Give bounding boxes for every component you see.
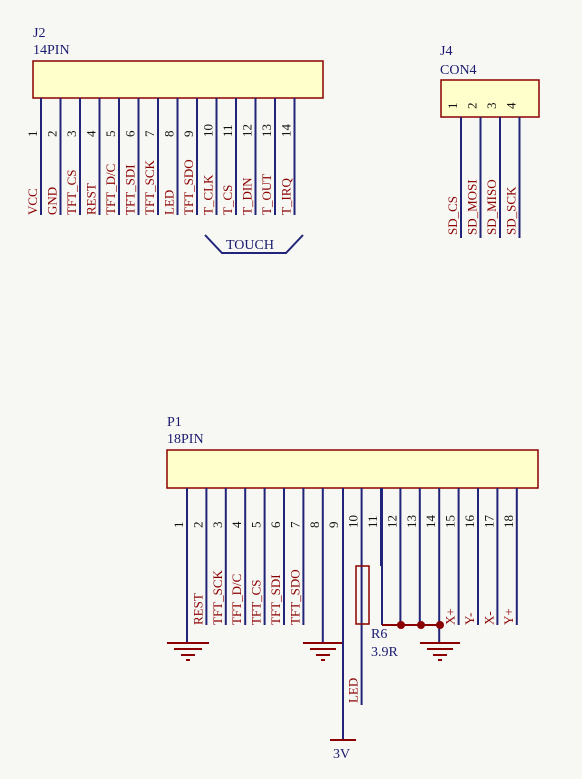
j4-pin-2-number: 2 bbox=[465, 103, 480, 110]
p1-ref: P1 bbox=[167, 415, 182, 430]
j4-pin-3-number: 3 bbox=[484, 103, 499, 110]
j2-pin-7-net: TFT_SCK bbox=[142, 159, 157, 215]
j2-pin-7-number: 7 bbox=[142, 130, 157, 137]
j4-ref: J4 bbox=[440, 44, 452, 59]
p1-pin-3-net: TFT_SCK bbox=[210, 569, 225, 625]
junction-dot-1 bbox=[397, 621, 405, 629]
j4-value: CON4 bbox=[440, 63, 477, 78]
r6-value: 3.9R bbox=[371, 645, 399, 660]
junction-dot-3 bbox=[436, 621, 444, 629]
p1-pin-9-number: 9 bbox=[326, 522, 341, 529]
j2-pin-1-net: VCC bbox=[25, 188, 40, 215]
j2-pin-11-number: 11 bbox=[220, 124, 235, 137]
p1-pin-15-net: X+ bbox=[443, 608, 458, 625]
j4-pin-4-net: SD_SCK bbox=[504, 186, 519, 235]
p1-pin-3-number: 3 bbox=[210, 522, 225, 529]
p1-pin-10-number: 10 bbox=[346, 515, 361, 528]
p1-pin-16-number: 16 bbox=[462, 515, 477, 529]
j4-pin-3-net: SD_MISO bbox=[484, 179, 499, 235]
j4-pins: 1SD_CS 2SD_MOSI 3SD_MISO 4SD_SCK bbox=[445, 102, 521, 238]
p1-pin-11-number: 11 bbox=[365, 515, 380, 528]
supply-label: 3V bbox=[333, 747, 350, 762]
p1-pin-4-net: TFT_D/C bbox=[229, 574, 244, 625]
j4-pin-4-number: 4 bbox=[504, 102, 519, 109]
j2-pin-1-number: 1 bbox=[25, 131, 40, 138]
j2-pin-13-number: 13 bbox=[259, 124, 274, 137]
ground-symbol-p1-pin1 bbox=[167, 642, 209, 661]
j2-pin-8-net: LED bbox=[162, 190, 177, 215]
j2-pin-11-net: T_CS bbox=[220, 185, 235, 215]
j2-pin-10-number: 10 bbox=[201, 124, 216, 137]
j2-pin-14-net: T_IRQ bbox=[279, 178, 294, 215]
p1-pin-18-net: Y+ bbox=[501, 608, 516, 625]
j2-pin-4-net: REST bbox=[84, 183, 99, 215]
j2-pin-2-net: GND bbox=[45, 187, 60, 215]
p1-pin-2-number: 2 bbox=[190, 522, 205, 529]
j2-pin-12-number: 12 bbox=[240, 124, 255, 137]
p1-pin-18-number: 18 bbox=[501, 515, 516, 528]
p1-pin-15-number: 15 bbox=[443, 515, 458, 528]
j2-pin-8-number: 8 bbox=[162, 131, 177, 138]
p1-pin-14-number: 14 bbox=[423, 515, 438, 529]
p1-pin-5-net: TFT_CS bbox=[249, 579, 264, 625]
j2-pin-13-net: T_OUT bbox=[259, 174, 274, 215]
j4-body bbox=[440, 79, 540, 118]
j4-pin-2-net: SD_MOSI bbox=[465, 179, 480, 235]
p1-pin-4-number: 4 bbox=[229, 521, 244, 528]
j2-pin-3-number: 3 bbox=[64, 131, 79, 138]
p1-pin-10-net: LED bbox=[346, 678, 361, 703]
p1-pin-17-net: X- bbox=[481, 611, 496, 625]
j2-ref: J2 bbox=[33, 26, 45, 41]
j2-value: 14PIN bbox=[33, 43, 70, 58]
p1-pin-5-number: 5 bbox=[249, 522, 264, 529]
j2-pin-6-number: 6 bbox=[123, 130, 138, 137]
j2-pin-12-net: T_DIN bbox=[240, 177, 255, 215]
junction-dot-2 bbox=[417, 621, 425, 629]
p1-pin-13-number: 13 bbox=[404, 515, 419, 528]
p1-pin-16-net: Y- bbox=[462, 613, 477, 625]
j2-pin-2-number: 2 bbox=[45, 131, 60, 138]
j4-pin-1-number: 1 bbox=[445, 103, 460, 110]
j2-pin-10-net: T_CLK bbox=[201, 174, 216, 215]
p1-pin-1-number: 1 bbox=[171, 522, 186, 529]
p1-pin-7-net: TFT_SDO bbox=[287, 569, 302, 625]
p1-pin-6-number: 6 bbox=[268, 521, 283, 528]
p1-value: 18PIN bbox=[167, 432, 204, 447]
j4-pin-1-net: SD_CS bbox=[445, 196, 460, 235]
j2-pin-9-number: 9 bbox=[181, 131, 196, 138]
j2-pin-5-number: 5 bbox=[103, 131, 118, 138]
p1-pin-8-number: 8 bbox=[307, 522, 322, 529]
ground-symbol-p1-pin8 bbox=[303, 642, 343, 661]
touch-bracket bbox=[204, 234, 304, 254]
p1-pin-2-net: REST bbox=[190, 593, 205, 625]
j2-body bbox=[32, 60, 324, 99]
j2-pin-3-net: TFT_CS bbox=[64, 169, 79, 215]
j2-pin-9-net: TFT_SDO bbox=[181, 159, 196, 215]
ground-symbol-p1-pin14 bbox=[420, 642, 460, 661]
j2-pin-4-number: 4 bbox=[84, 130, 99, 137]
p1-pin-7-number: 7 bbox=[287, 521, 302, 528]
j2-pin-5-net: TFT_D/C bbox=[103, 164, 118, 215]
r6-ref: R6 bbox=[371, 627, 387, 642]
p1-pin-17-number: 17 bbox=[481, 515, 496, 529]
p1-pin-6-net: TFT_SDI bbox=[268, 574, 283, 625]
p1-pin-12-number: 12 bbox=[384, 515, 399, 528]
touch-label: TOUCH bbox=[226, 238, 274, 253]
j2-pin-14-number: 14 bbox=[279, 124, 294, 138]
r6-resistor bbox=[355, 565, 370, 625]
p1-body bbox=[166, 449, 539, 489]
j2-pin-6-net: TFT_SDI bbox=[123, 164, 138, 215]
